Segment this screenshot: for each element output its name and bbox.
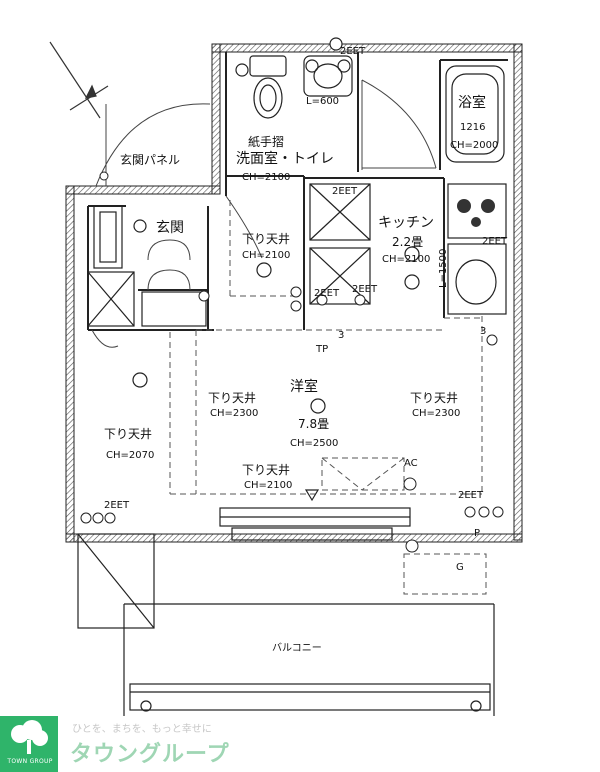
outlet-label-left: 2EET	[104, 500, 130, 511]
washroom-shelf-label: 紙手摺	[248, 134, 284, 149]
drop-ceiling-3-ch: CH=2300	[412, 408, 460, 419]
entrance-label: 玄関	[156, 219, 184, 236]
g-label: G	[456, 562, 464, 573]
ac-label: AC	[404, 458, 418, 469]
washroom-l600: L=600	[306, 96, 339, 107]
brand-name: タウングループ	[70, 742, 230, 767]
outlet-label-right: 2EET	[458, 490, 484, 501]
outlet-icons	[80, 171, 504, 553]
exterior-walls	[65, 43, 523, 543]
kitchen-dim: L=1500	[438, 249, 449, 288]
stove-icon	[457, 199, 495, 227]
tree-logo-icon: TOWN GROUP	[0, 716, 58, 772]
brand-tagline: ひとを、まちを、もっと幸せに	[72, 724, 212, 735]
outlet-label-kitchen: 2EET	[332, 186, 358, 197]
floor-plan: 浴室 1216 CH=2000 紙手摺 洗面室・トイレ CH=2100 L=60…	[49, 37, 523, 716]
drop-ceiling-1: 下り天井	[242, 232, 290, 246]
entrance-doors	[91, 239, 191, 348]
kitchen-counter	[309, 183, 507, 315]
kitchen-size: 2.2畳	[392, 235, 423, 249]
kitchen-label: キッチン	[378, 215, 434, 231]
balcony	[77, 533, 495, 716]
drop-ceiling-1-ch: CH=2100	[242, 250, 290, 261]
wash-basin-icon	[303, 55, 353, 97]
drop-ceiling-5-ch: CH=2100	[244, 480, 292, 491]
balcony-window	[219, 507, 411, 541]
drop-ceiling-4: 下り天井	[104, 427, 152, 441]
drop-ceiling-lines	[169, 200, 487, 595]
bath-ch: CH=2000	[450, 140, 498, 151]
bathtub	[445, 65, 505, 163]
tp-label: TP	[315, 344, 328, 355]
bath-label: 浴室	[458, 94, 486, 111]
interior-walls	[87, 52, 508, 331]
drop-ceiling-5: 下り天井	[242, 463, 290, 477]
western-room-size: 7.8畳	[298, 417, 329, 431]
outlet-label-counter-1: 2EET	[314, 288, 340, 299]
western-room-ch: CH=2500	[290, 438, 338, 449]
ceiling-light-icons	[132, 37, 420, 414]
washroom-ch: CH=2100	[242, 172, 290, 183]
entrance-panel-label: 玄関パネル	[120, 152, 180, 167]
bath-door	[361, 79, 437, 170]
drop-ceiling-2-ch: CH=2300	[210, 408, 258, 419]
washroom-label: 洗面室・トイレ	[236, 150, 334, 167]
drop-ceiling-2: 下り天井	[208, 391, 256, 405]
logo-text: TOWN GROUP	[7, 758, 53, 765]
three-label-right: 3	[480, 326, 486, 337]
north-arrow-icon	[49, 41, 109, 119]
outlet-label-wash: 2EET	[340, 46, 366, 57]
shoe-cabinet	[87, 205, 207, 327]
balcony-label: バルコニー	[272, 642, 322, 654]
sensor-marker	[304, 489, 320, 502]
kitchen-ch: CH=2100	[382, 254, 430, 265]
outlet-label-stove: 2EET	[482, 236, 508, 247]
toilet-icon	[249, 55, 287, 119]
brand-logo: TOWN GROUP ひとを、まちを、もっと幸せに タウングループ	[0, 716, 600, 772]
p-label: P	[474, 528, 480, 539]
western-room-label: 洋室	[290, 378, 318, 395]
drop-ceiling-4-ch: CH=2070	[106, 450, 154, 461]
outlet-label-counter-2: 2EET	[352, 284, 378, 295]
drop-ceiling-3: 下り天井	[410, 391, 458, 405]
three-label-left: 3	[338, 330, 344, 341]
bath-size: 1216	[460, 122, 485, 133]
